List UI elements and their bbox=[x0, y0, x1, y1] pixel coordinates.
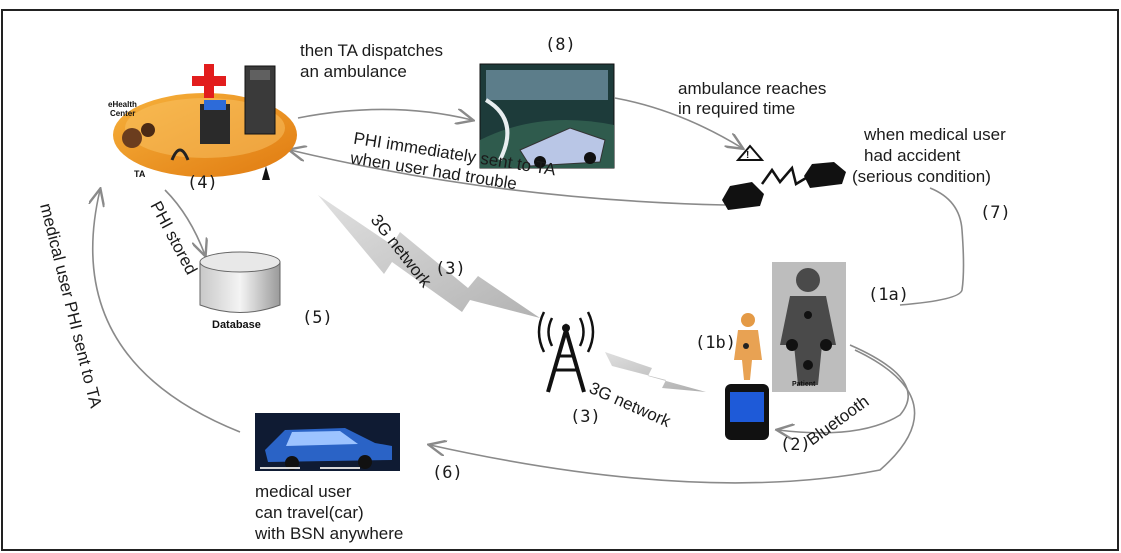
accident-label-line3: (serious condition) bbox=[852, 167, 991, 186]
antenna-icon bbox=[262, 166, 270, 180]
line-seven bbox=[899, 187, 965, 306]
accident-label-line1: when medical user bbox=[863, 125, 1006, 144]
step-6: (6) bbox=[432, 463, 463, 483]
travel-label-line3: with BSN anywhere bbox=[254, 524, 403, 543]
arrow-left-arc bbox=[93, 190, 241, 433]
car-accident-illustration: ! bbox=[722, 144, 846, 210]
bolt-3g-lower bbox=[605, 352, 706, 392]
patient-label: Patient bbox=[792, 381, 816, 388]
arrow-phi-sent bbox=[290, 150, 726, 206]
arrow-phi-stored bbox=[164, 189, 205, 255]
left-arc-label: medical user PHI sent to TA bbox=[36, 201, 105, 410]
reach-label-line2: in required time bbox=[678, 99, 795, 118]
dispatch-label-line1: then TA dispatches bbox=[300, 41, 443, 60]
dispatch-label-line2: an ambulance bbox=[300, 62, 407, 81]
body-sensor-person-icon bbox=[734, 313, 762, 380]
step-1b: (1b) bbox=[695, 333, 736, 353]
arrow-bluetooth bbox=[778, 344, 909, 433]
bluetooth-label: Bluetooth bbox=[803, 392, 872, 450]
ehealth-center-illustration bbox=[113, 64, 297, 180]
travel-label-line2: can travel(car) bbox=[255, 503, 364, 522]
cell-tower-icon bbox=[537, 311, 595, 393]
travel-label-line1: medical user bbox=[255, 482, 352, 501]
step-3-lower: (3) bbox=[570, 407, 601, 427]
phi-stored-label: PHI stored bbox=[146, 198, 200, 278]
arrow-reach bbox=[614, 97, 742, 148]
reach-label-line1: ambulance reaches bbox=[678, 79, 826, 98]
step-7: (7) bbox=[980, 203, 1011, 223]
ta-label: TA bbox=[134, 169, 146, 179]
warning-icon bbox=[735, 144, 765, 161]
ambulance-illustration bbox=[479, 63, 615, 169]
step-4: (4) bbox=[187, 173, 218, 193]
ehealth-label-line2: Center bbox=[110, 109, 135, 118]
step-2: (2) bbox=[780, 435, 811, 455]
car-illustration bbox=[255, 413, 400, 471]
arrow-dispatch bbox=[297, 109, 472, 120]
outer-frame bbox=[1, 9, 1119, 551]
svg-text:!: ! bbox=[746, 150, 749, 161]
bolt-3g-upper bbox=[318, 195, 540, 318]
database-label: Database bbox=[212, 319, 261, 331]
office-building-icon bbox=[200, 104, 230, 144]
database-icon bbox=[199, 251, 281, 313]
step-1a: (1a) bbox=[868, 285, 909, 305]
ehealth-label-line1: eHealth bbox=[108, 100, 137, 109]
patient-body-illustration bbox=[772, 262, 846, 392]
step-5: (5) bbox=[302, 308, 333, 328]
accident-label-line2: had accident bbox=[864, 146, 961, 165]
step-3-upper: (3) bbox=[435, 259, 466, 279]
red-cross-icon bbox=[192, 64, 226, 98]
mobile-phone-icon bbox=[725, 384, 769, 440]
arrow-travel bbox=[430, 349, 916, 484]
step-8: (8) bbox=[545, 35, 576, 55]
